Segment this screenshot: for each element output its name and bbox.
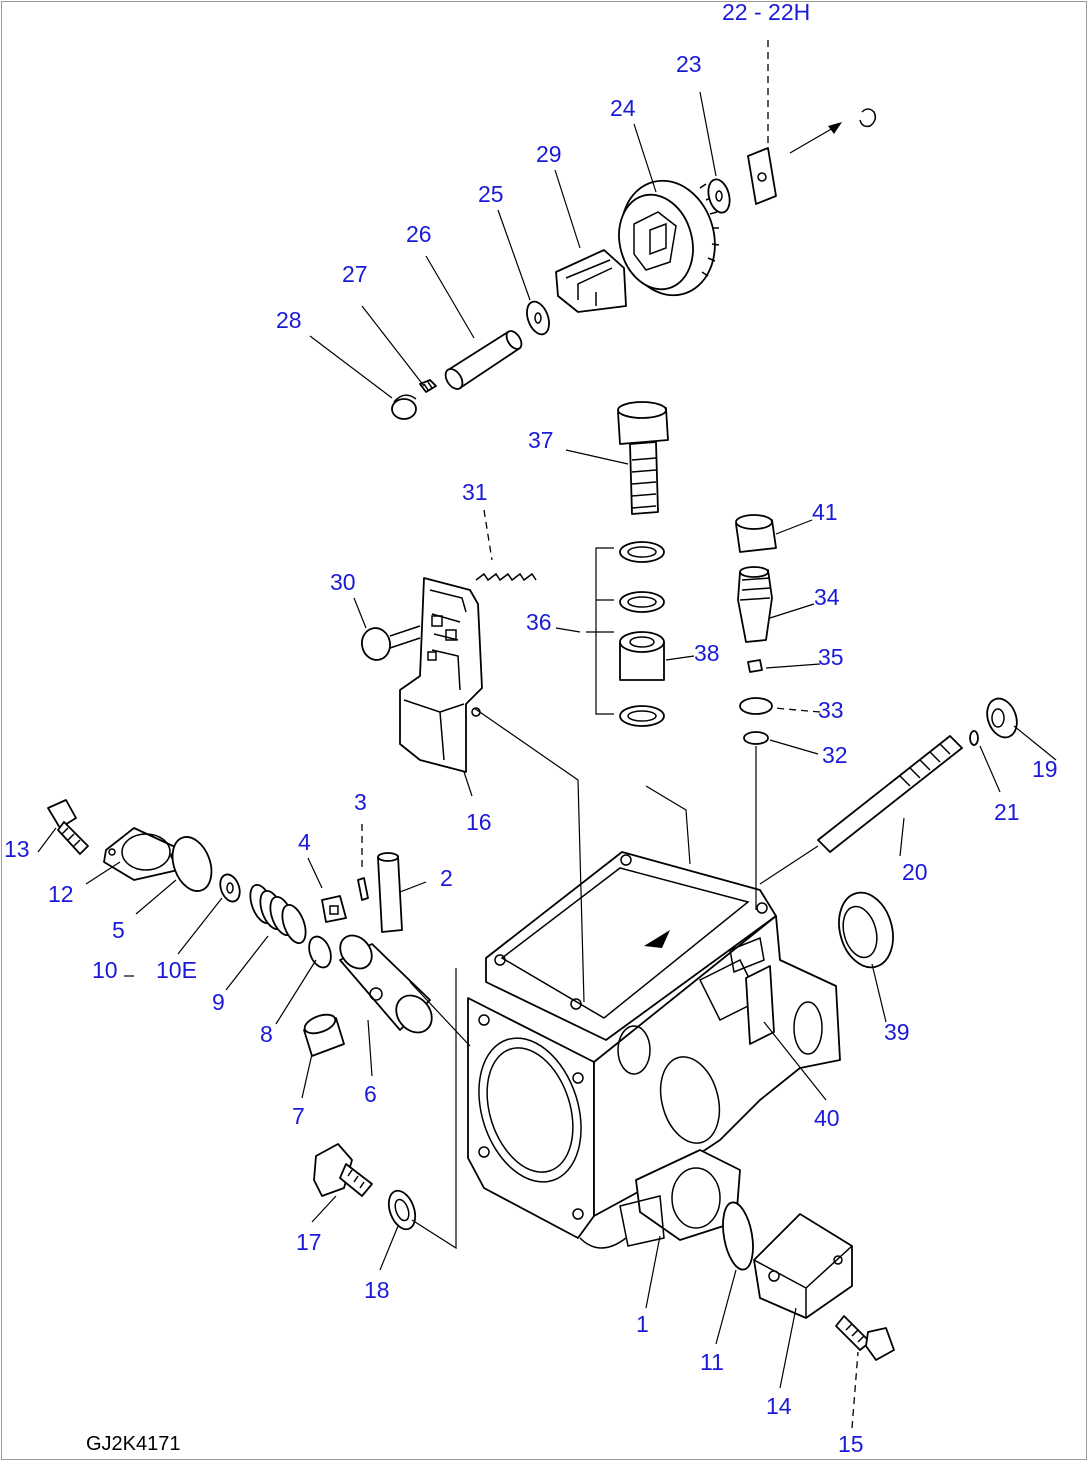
callout-36: 36 [526,609,552,635]
callout-8: 8 [260,1021,273,1047]
drawing-code: GJ2K4171 [86,1433,181,1455]
callout-41: 41 [812,499,838,525]
callout-27: 27 [342,261,368,287]
callout-29: 29 [536,141,562,167]
part-37-bolt [617,401,669,515]
part-36-rings [619,541,665,727]
callout-5: 5 [112,917,125,943]
part-25-washer [526,300,550,336]
part-19-nut [986,697,1018,739]
part-27-spring [419,379,437,393]
part-10e-washer [219,873,241,903]
callout-13: 13 [4,836,30,862]
part-26-piston [444,330,523,390]
reference-mark [859,108,877,128]
part-6-sleeve [339,934,433,1034]
part-39-seal [838,891,894,969]
leader-lines [37,40,1057,1429]
callout-37: 37 [528,427,554,453]
arrow-head [828,122,842,134]
callout-32: 32 [822,742,848,768]
callout-33: 33 [818,697,844,723]
bracket-36 [586,547,614,715]
part-14-cover [753,1213,853,1319]
part-22-shim [747,147,777,205]
callout-28: 28 [276,307,302,333]
callout-6: 6 [364,1081,377,1107]
callout-38: 38 [694,640,720,666]
callout-39: 39 [884,1019,910,1045]
part-15-bolt [835,1315,895,1361]
part-23-washer [707,178,731,214]
callout-10: 10 [92,957,118,983]
callout-10e: 10E [156,957,197,983]
callout-18: 18 [364,1277,390,1303]
part-35-seat [747,659,763,673]
part-5-oring [171,836,213,892]
callout-23: 23 [676,51,702,77]
part-13-bolt [47,799,89,855]
callout-25: 25 [478,181,504,207]
part-2-pin [377,852,403,933]
callout-40: 40 [814,1105,840,1131]
part-11-oring [722,1201,754,1271]
callout-labels: 22 - 22H 23 24 29 25 26 27 28 37 41 31 3… [4,0,1058,1457]
callout-12: 12 [48,881,74,907]
callout-14: 14 [766,1393,792,1419]
callout-16: 16 [466,809,492,835]
part-33-oring [739,697,773,715]
part-28-cap [391,394,417,420]
callout-15: 15 [838,1431,864,1457]
callout-21: 21 [994,799,1020,825]
part-18-washer [387,1189,417,1231]
callout-24: 24 [610,95,636,121]
part-1-pump-body [467,851,841,1249]
part-34-valve [737,566,773,643]
callout-31: 31 [462,479,488,505]
callout-9: 9 [212,989,225,1015]
part-31-spring [475,572,537,582]
callout-26: 26 [406,221,432,247]
part-38-spacer [619,631,665,681]
part-30-bolt [361,625,421,661]
callout-3: 3 [354,789,367,815]
part-17-plug [313,1143,373,1197]
part-32-oring [743,731,769,745]
callout-20: 20 [902,859,928,885]
part-16-housing [399,577,483,773]
part-41-cap [735,514,777,553]
callout-17: 17 [296,1229,322,1255]
part-8-washer [308,935,332,969]
callout-34: 34 [814,584,840,610]
part-9-spring [249,883,307,945]
callout-1: 1 [636,1311,649,1337]
part-7-pin [303,1013,345,1057]
callout-35: 35 [818,644,844,670]
callout-2: 2 [440,865,453,891]
part-3-pin [357,877,369,901]
callout-22: 22 - 22H [722,0,810,25]
callout-30: 30 [330,569,356,595]
part-20-shaft [759,735,963,885]
part-4-clip [321,895,347,923]
part-21-washer [969,730,979,746]
callout-7: 7 [292,1103,305,1129]
callout-19: 19 [1032,756,1058,782]
callout-11: 11 [700,1349,724,1375]
part-29-lever [555,249,627,313]
callout-4: 4 [298,829,311,855]
part-drawings [47,108,1018,1361]
